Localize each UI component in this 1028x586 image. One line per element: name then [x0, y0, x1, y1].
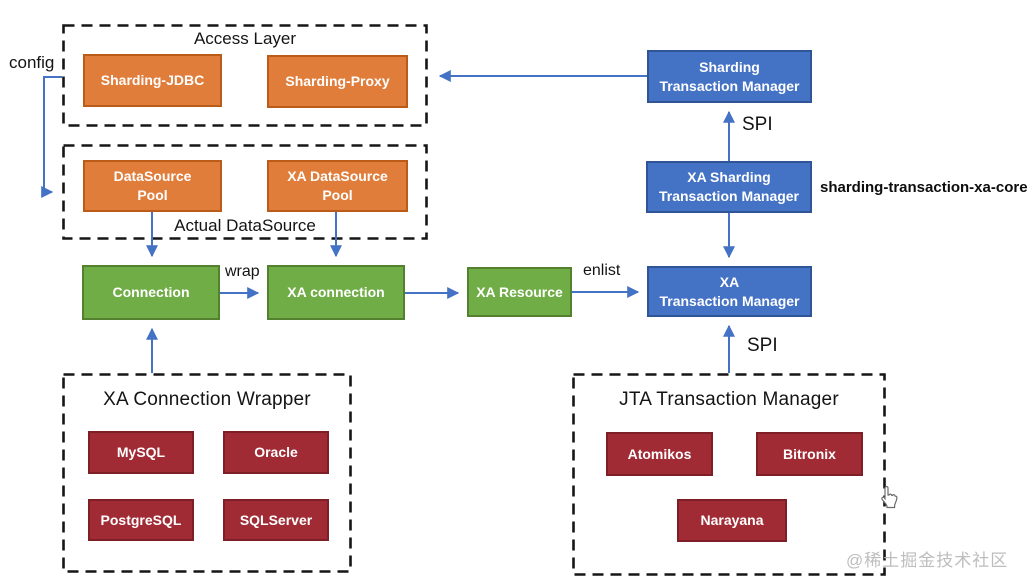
access-layer-border	[62, 24, 428, 127]
box-label: Sharding-Proxy	[285, 73, 390, 90]
jta-transaction-manager-border	[572, 373, 886, 576]
actual-datasource-title: Actual DataSource	[174, 216, 316, 235]
box-label: Narayana	[700, 512, 764, 529]
box-label: XA Sharding Transaction Manager	[658, 169, 800, 204]
spi-bottom-label: SPI	[747, 335, 778, 356]
box-label: SQLServer	[239, 511, 313, 528]
box-sharding-jdbc: Sharding-JDBC	[83, 54, 222, 107]
box-xa-resource: XA Resource	[467, 267, 572, 317]
module-name-label: sharding-transaction-xa-core	[820, 179, 1028, 196]
box-datasource-pool: DataSource Pool	[83, 160, 222, 212]
box-label: DataSource Pool	[113, 168, 192, 203]
box-atomikos: Atomikos	[606, 432, 713, 476]
box-label: Oracle	[254, 444, 298, 461]
watermark: @稀土掘金技术社区	[846, 551, 1009, 570]
group-access-layer: Access Layer Sharding-JDBC Sharding-Prox…	[62, 24, 428, 127]
actual-datasource-border	[62, 144, 428, 240]
access-layer-title: Access Layer	[193, 29, 297, 48]
cursor-pointer-icon	[879, 485, 899, 514]
group-xa-connection-wrapper: XA Connection Wrapper MySQL Oracle Postg…	[62, 373, 352, 573]
jta-transaction-manager-title: JTA Transaction Manager	[619, 389, 839, 410]
wrap-label: wrap	[225, 263, 260, 280]
box-sharding-proxy: Sharding-Proxy	[267, 55, 408, 108]
box-postgresql: PostgreSQL	[88, 499, 194, 541]
box-xa-datasource-pool: XA DataSource Pool	[267, 160, 408, 212]
box-label: Bitronix	[783, 445, 836, 462]
spi-top-label: SPI	[742, 114, 773, 135]
group-jta-transaction-manager: JTA Transaction Manager Atomikos Bitroni…	[572, 373, 886, 576]
xa-connection-wrapper-border	[62, 373, 352, 573]
box-sharding-transaction-manager: Sharding Transaction Manager	[647, 50, 812, 103]
arrow-config	[41, 76, 62, 198]
box-mysql: MySQL	[88, 431, 194, 474]
enlist-label: enlist	[583, 262, 621, 279]
box-narayana: Narayana	[677, 499, 787, 542]
box-label: XA Transaction Manager	[659, 273, 800, 309]
box-label: XA Resource	[476, 283, 563, 300]
box-label: PostgreSQL	[100, 511, 182, 528]
box-sqlserver: SQLServer	[223, 499, 329, 541]
box-label: Sharding Transaction Manager	[659, 58, 800, 94]
box-oracle: Oracle	[223, 431, 329, 474]
box-label: MySQL	[116, 444, 166, 461]
box-xa-sharding-transaction-manager: XA Sharding Transaction Manager	[646, 161, 812, 213]
box-xa-transaction-manager: XA Transaction Manager	[647, 266, 812, 317]
box-bitronix: Bitronix	[756, 432, 863, 476]
xa-connection-wrapper-title: XA Connection Wrapper	[103, 389, 311, 410]
box-label: XA DataSource Pool	[287, 168, 388, 203]
box-label: XA connection	[287, 284, 385, 301]
box-xa-connection: XA connection	[267, 265, 405, 320]
box-connection: Connection	[82, 265, 220, 320]
box-label: Atomikos	[627, 445, 692, 462]
box-label: Connection	[112, 284, 190, 301]
group-actual-datasource: DataSource Pool XA DataSource Pool Actua…	[62, 144, 428, 240]
box-label: Sharding-JDBC	[100, 72, 205, 89]
config-label: config	[9, 53, 55, 72]
